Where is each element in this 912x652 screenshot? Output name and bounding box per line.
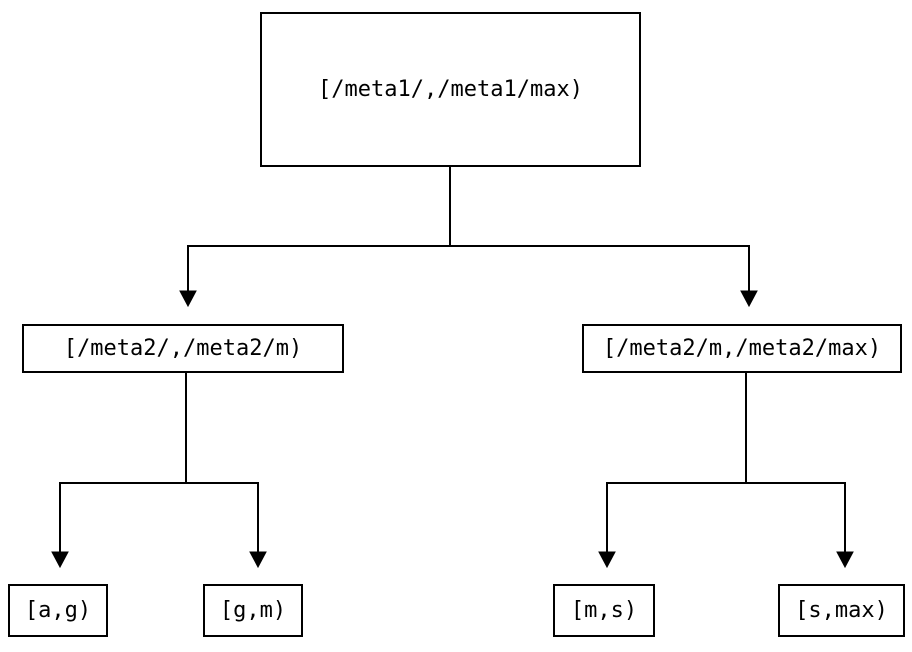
tree-node-root-label: [/meta1/,/meta1/max) <box>318 77 583 102</box>
tree-node-left-label: [/meta2/,/meta2/m) <box>63 336 303 361</box>
tree-node-leaf-ag-label: [a,g) <box>24 598 92 623</box>
edge-left-to-leaves <box>51 373 267 569</box>
tree-node-leaf-ms: [m,s) <box>553 584 655 637</box>
tree-node-leaf-ag: [a,g) <box>8 584 108 637</box>
arrowhead-to-leaf-ms <box>598 551 616 569</box>
arrowhead-to-leaf-ag <box>51 551 69 569</box>
arrowhead-to-left-node <box>179 290 197 308</box>
edge-right-to-leaves <box>598 373 854 569</box>
tree-node-leaf-gm-label: [g,m) <box>219 598 287 623</box>
tree-node-leaf-smax: [s,max) <box>778 584 905 637</box>
tree-node-leaf-smax-label: [s,max) <box>795 598 888 623</box>
edge-root-to-children <box>179 167 758 308</box>
tree-node-right-label: [/meta2/m,/meta2/max) <box>602 336 882 361</box>
arrowhead-to-leaf-smax <box>836 551 854 569</box>
tree-node-leaf-gm: [g,m) <box>203 584 303 637</box>
tree-node-root: [/meta1/,/meta1/max) <box>260 12 641 167</box>
tree-node-leaf-ms-label: [m,s) <box>570 598 638 623</box>
tree-node-right: [/meta2/m,/meta2/max) <box>582 324 902 373</box>
arrowhead-to-leaf-gm <box>249 551 267 569</box>
tree-node-left: [/meta2/,/meta2/m) <box>22 324 344 373</box>
arrowhead-to-right-node <box>740 290 758 308</box>
